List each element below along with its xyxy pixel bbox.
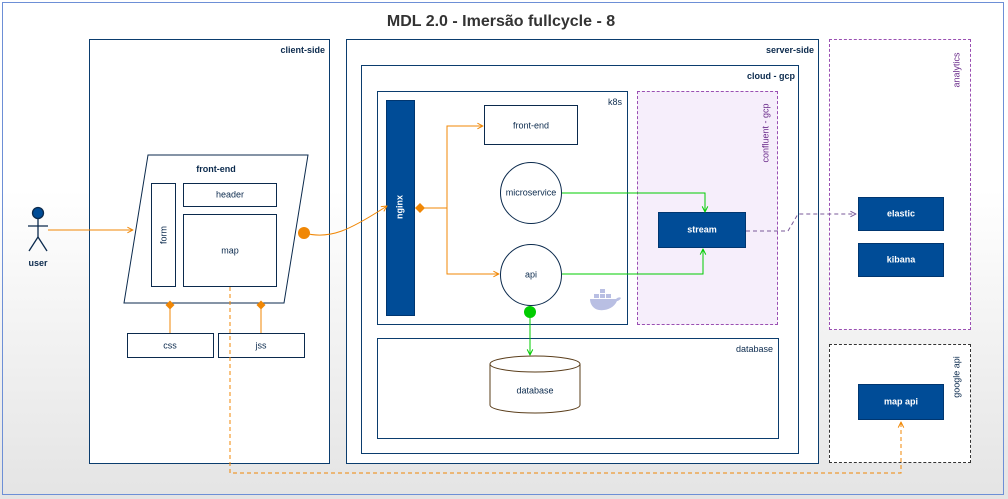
map-label: map — [221, 245, 239, 256]
nginx-box — [386, 100, 415, 316]
person-icon — [28, 206, 48, 252]
client-side-label: client-side — [280, 45, 325, 55]
microservice-label: microservice — [505, 187, 557, 198]
kibana-label: kibana — [886, 254, 916, 265]
api-label: api — [524, 269, 538, 280]
api-node — [500, 244, 562, 306]
elastic-label: elastic — [886, 208, 916, 219]
cloud-gcp-label: cloud - gcp — [747, 71, 795, 81]
docker-icon — [590, 289, 621, 311]
front-end-to-nginx-link — [303, 206, 387, 236]
k8s-front-end-box — [484, 105, 578, 145]
nginx-to-api-link — [446, 208, 499, 274]
nginx-diamond — [415, 203, 425, 213]
map-api-label: map api — [883, 396, 919, 407]
microservice-node — [500, 162, 562, 224]
k8s-label: k8s — [607, 97, 622, 107]
stream-box — [658, 212, 746, 248]
database-cylinder — [489, 355, 581, 414]
microservice-to-stream-link — [562, 192, 705, 212]
css-box — [127, 333, 214, 358]
kibana-box — [858, 243, 944, 277]
css-label: css — [163, 340, 177, 351]
database-label: database — [516, 385, 554, 396]
api-to-stream-link — [562, 249, 703, 275]
diagram-title: MDL 2.0 - Imersão fullcycle - 8 — [386, 13, 616, 30]
front-end-connector-dot — [298, 227, 310, 239]
database-group-label: database — [735, 344, 773, 354]
header-box — [183, 183, 277, 207]
jss-box — [218, 333, 305, 358]
header-label: header — [215, 189, 245, 200]
jss-label: jss — [255, 340, 267, 351]
nginx-to-front-end-link — [420, 126, 483, 209]
analytics-container — [829, 39, 971, 330]
elastic-box — [858, 197, 944, 231]
front-end-title: front-end — [196, 164, 236, 174]
user-label: user — [28, 258, 48, 268]
stream-label: stream — [687, 224, 717, 235]
form-box — [151, 183, 176, 287]
map-box — [183, 214, 277, 287]
k8s-front-end-label: front-end — [512, 120, 550, 131]
stream-to-elastic-link — [746, 214, 856, 232]
server-side-label: server-side — [765, 45, 814, 55]
map-to-map-api-link — [229, 287, 901, 474]
api-connector-dot — [524, 306, 536, 318]
map-api-box — [858, 384, 944, 420]
